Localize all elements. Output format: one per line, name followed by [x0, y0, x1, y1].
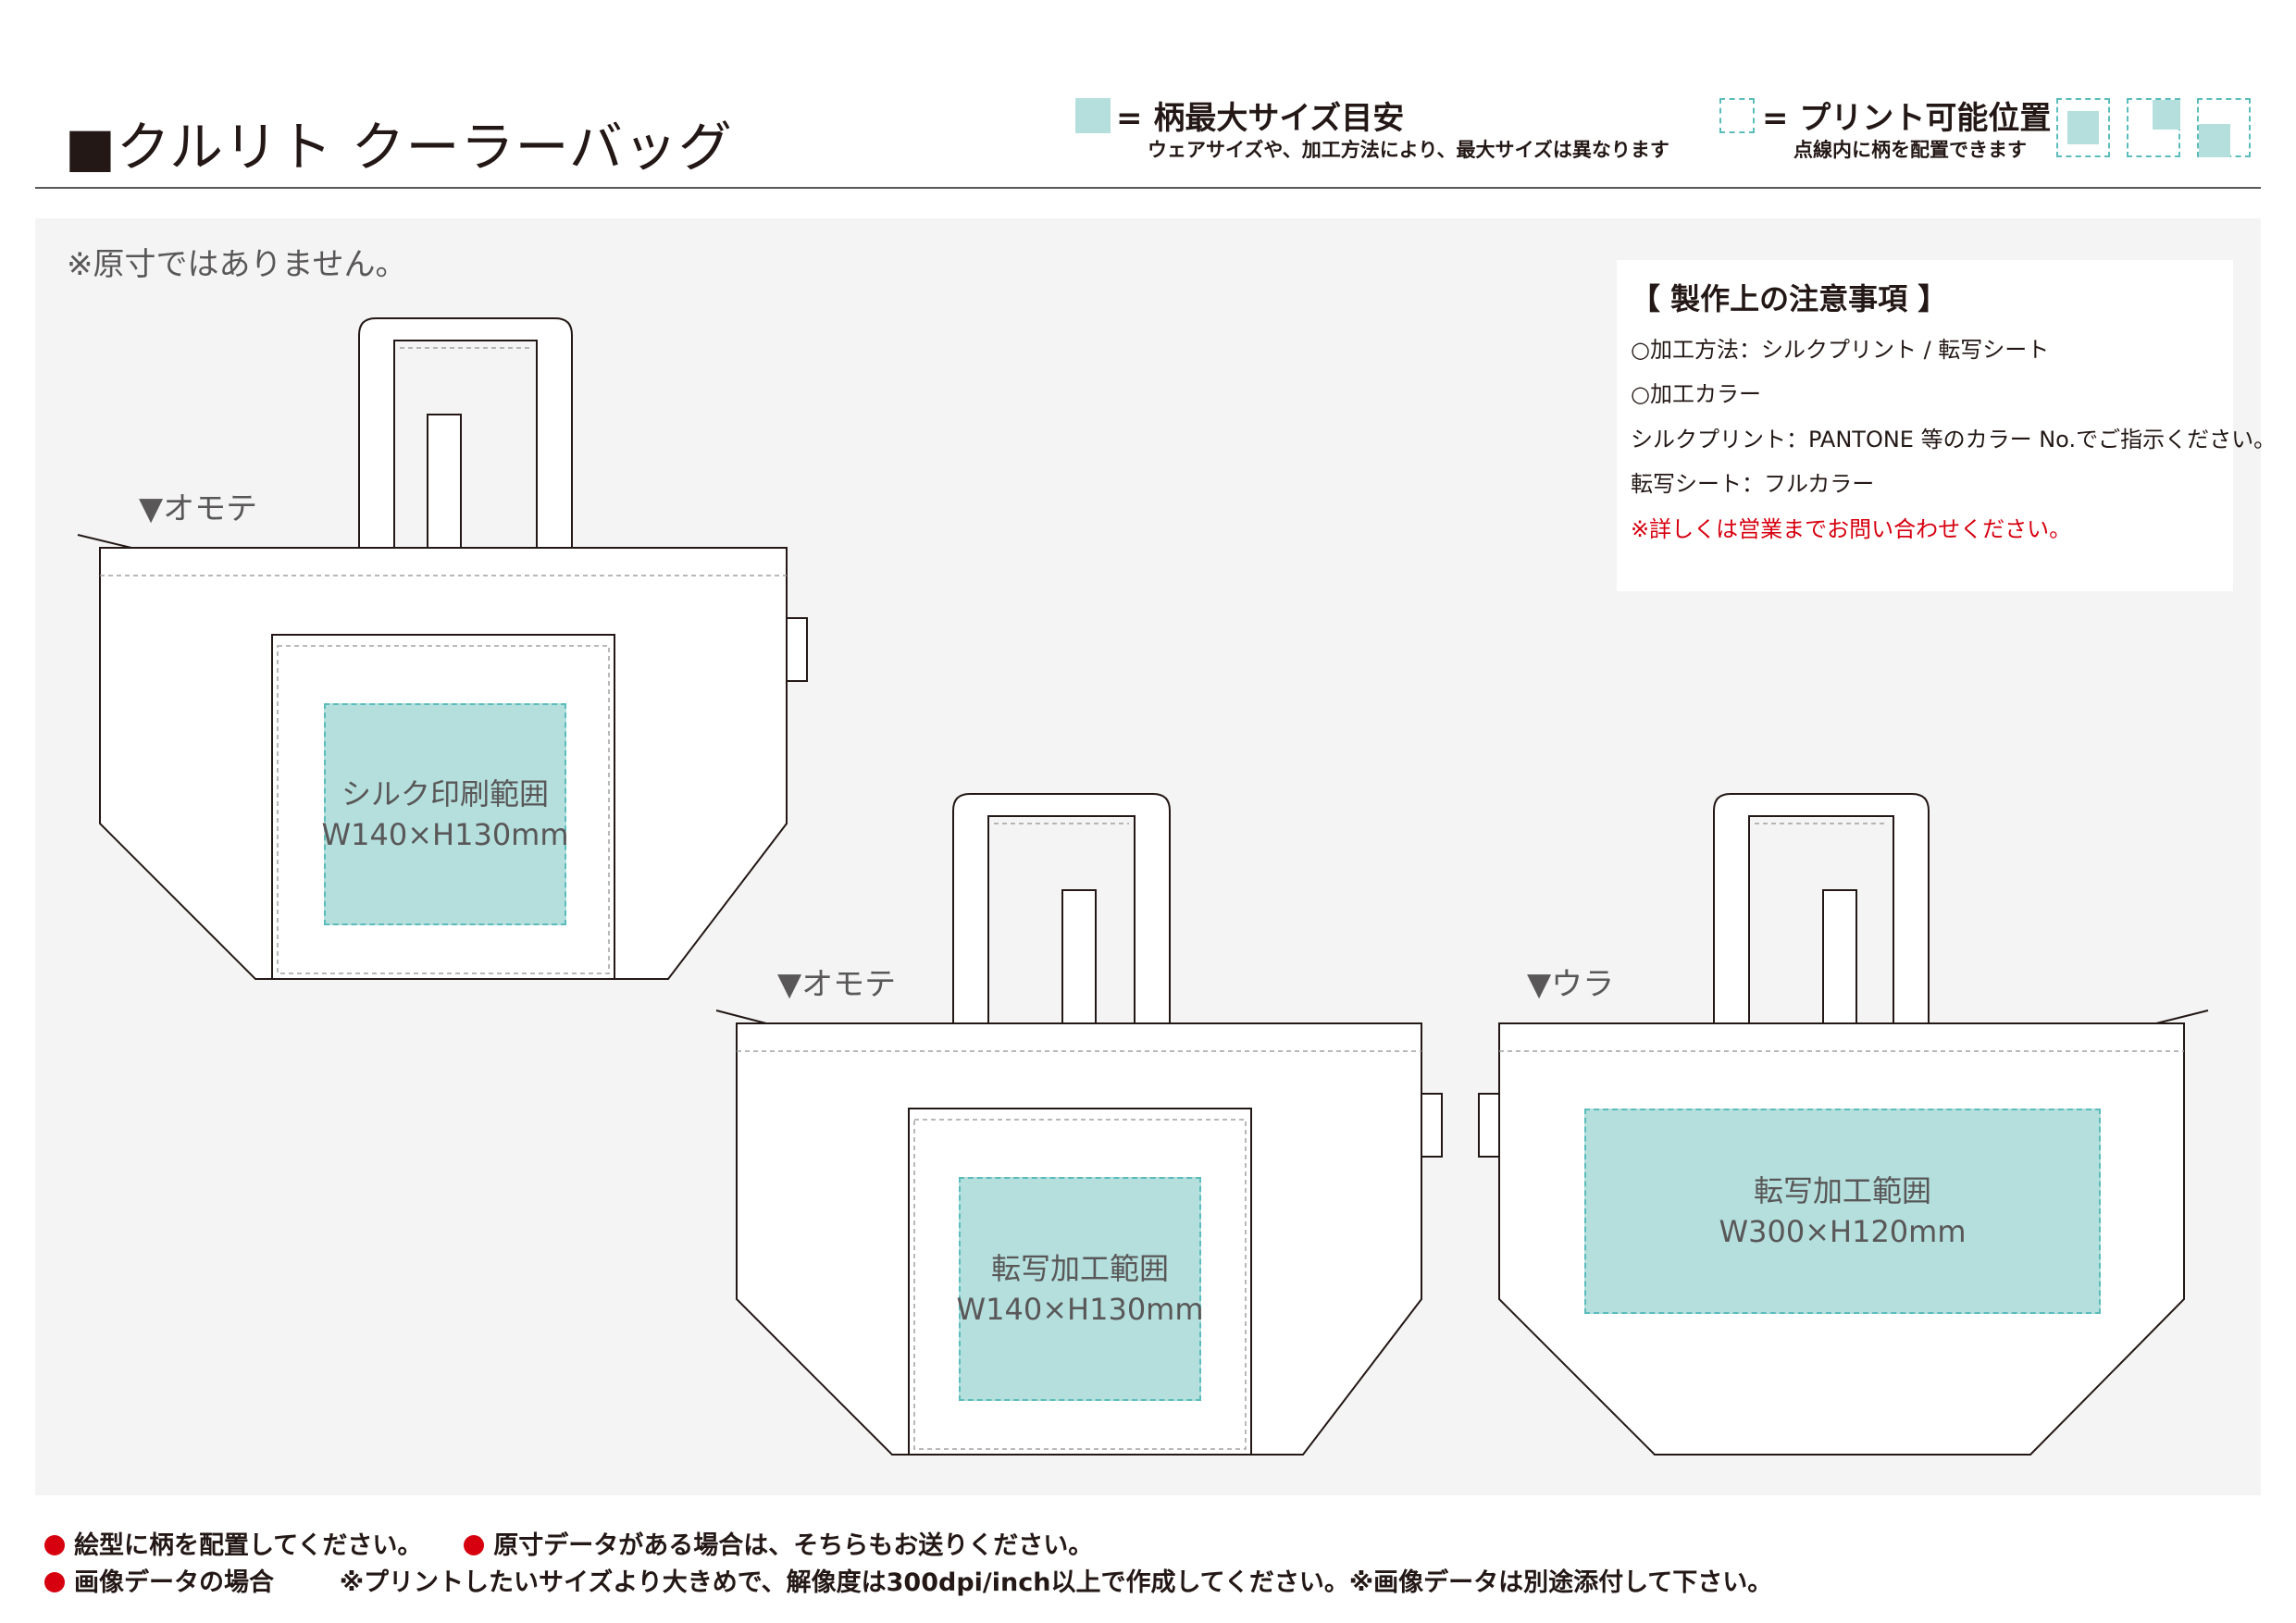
production-notes-title: 【 製作上の注意事項 】 — [1631, 281, 1948, 316]
zone-name: 転写加工範囲 — [990, 1251, 1169, 1286]
zone-size: W300×H120mm — [1719, 1214, 1967, 1249]
red-bullet-icon — [44, 1535, 65, 1555]
page-title: ■クルリト クーラーバッグ — [65, 116, 733, 179]
notes-line-color: ○加工カラー — [1631, 381, 1761, 407]
header-divider — [35, 187, 2261, 189]
notes-line-method: ○加工方法：シルクプリント / 転写シート — [1631, 337, 2050, 363]
footer-image-data-note: ※プリントしたいサイズより大きめで、解像度は300dpi/inch以上で作成して… — [339, 1568, 1773, 1597]
transfer-print-area-back: 転写加工範囲 W300×H120mm — [1584, 1109, 2101, 1314]
zone-name: シルク印刷範囲 — [341, 776, 549, 812]
notes-line-silk: シルクプリント：PANTONE 等のカラー No.でご指示ください。 — [1631, 427, 2277, 452]
red-bullet-icon — [464, 1535, 485, 1555]
legend-max-size-note: ウェアサイズや、加工方法により、最大サイズは異なります — [1148, 139, 1669, 161]
zone-size: W140×H130mm — [321, 817, 569, 852]
footer-line-1: 絵型に柄を配置してください。 原寸データがある場合は、そちらもお送りください。 — [44, 1525, 1093, 1561]
notes-line-transfer: 転写シート：フルカラー — [1631, 471, 1875, 497]
legend-max-size-label: = 柄最大サイズ目安 — [1116, 100, 1405, 137]
zone-name: 転写加工範囲 — [1753, 1173, 1931, 1208]
zone-size: W140×H130mm — [956, 1292, 1204, 1327]
red-bullet-icon — [44, 1572, 65, 1592]
notes-warning: ※詳しくは営業までお問い合わせください。 — [1631, 516, 2072, 542]
footer-instruction-place: 絵型に柄を配置してください。 — [74, 1531, 423, 1560]
placement-center-icon — [2056, 98, 2110, 157]
footer-image-data-label: 画像データの場合 — [74, 1568, 274, 1597]
view-label-back: ▼ウラ — [1527, 966, 1615, 1003]
legend-print-area-label: = プリント可能位置 — [1762, 100, 2052, 137]
footer-instruction-original: 原寸データがある場合は、そちらもお送りください。 — [493, 1531, 1094, 1560]
production-notes-box — [1617, 260, 2233, 591]
footer-line-2: 画像データの場合 ※プリントしたいサイズより大きめで、解像度は300dpi/in… — [44, 1562, 1772, 1598]
print-area-dashed-icon — [1719, 98, 1755, 133]
scale-note: ※原寸ではありません。 — [67, 246, 407, 283]
transfer-print-area-front: 転写加工範囲 W140×H130mm — [956, 1177, 1204, 1401]
max-size-swatch-icon — [1075, 98, 1111, 133]
silk-print-area: シルク印刷範囲 W140×H130mm — [321, 703, 569, 925]
placement-top-right-icon — [2127, 98, 2180, 157]
view-label-front-silk: ▼オモテ — [139, 490, 258, 527]
view-label-front-transfer: ▼オモテ — [777, 966, 897, 1003]
legend-print-area-note: 点線内に柄を配置できます — [1793, 139, 2027, 161]
placement-bottom-icon — [2197, 98, 2251, 157]
